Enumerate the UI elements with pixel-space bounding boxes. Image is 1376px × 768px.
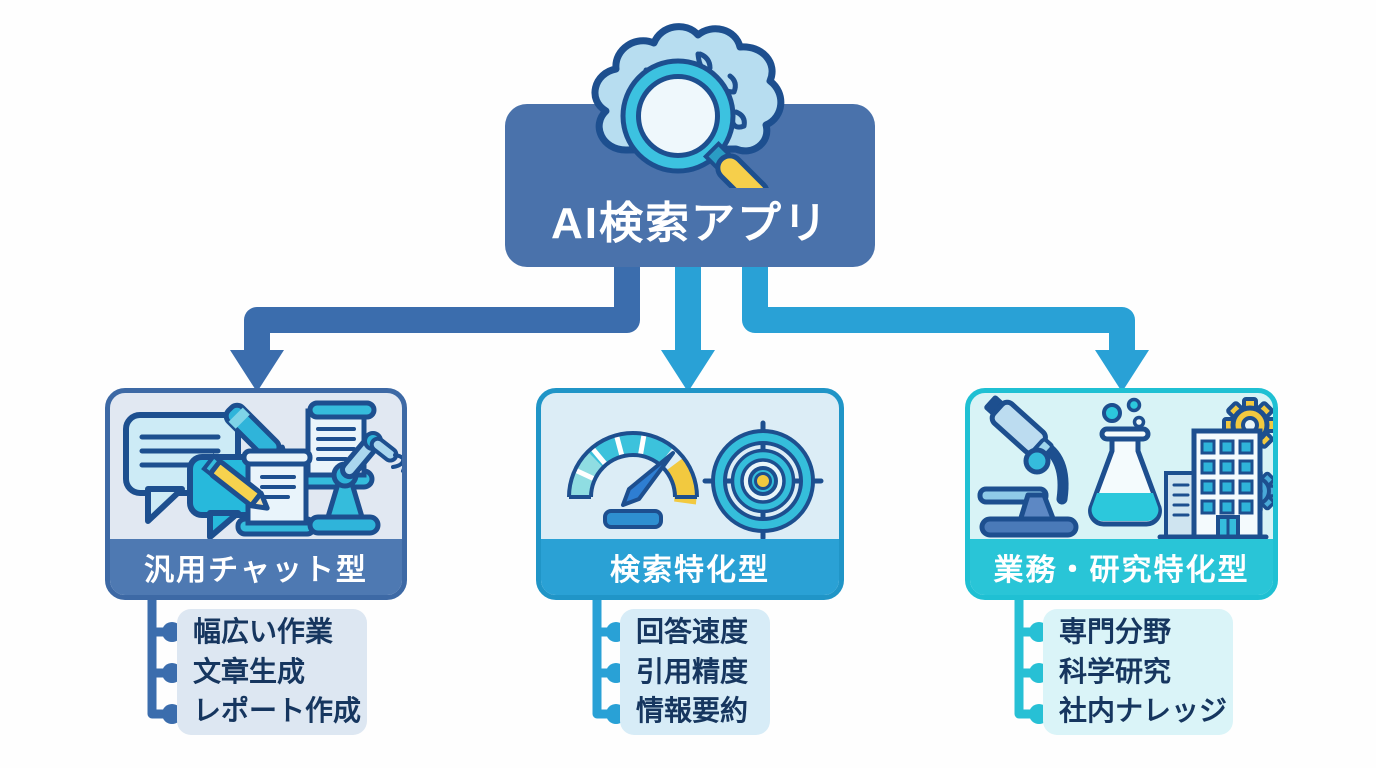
pencil-scroll-icon (201, 448, 317, 537)
branch-list-general-chat: 幅広い作業 文章生成 レポート作成 (177, 609, 367, 735)
connector-arrow-left (230, 262, 640, 392)
list-item: 社内ナレッジ (1059, 694, 1228, 726)
branch-card-search-specialized: 検索特化型 (536, 388, 844, 600)
list-item: 回答速度 (636, 616, 749, 648)
list-item: 科学研究 (1059, 655, 1172, 687)
list-item: 情報要約 (636, 694, 749, 726)
research-industry-icons (977, 395, 1273, 539)
microscope-icon (977, 395, 1079, 538)
target-icon (702, 420, 824, 539)
branch-title: 業務・研究特化型 (970, 539, 1273, 595)
branch-list-search-specialized: 回答速度 引用精度 情報要約 (620, 609, 770, 735)
speed-accuracy-icons (567, 420, 824, 539)
connector-arrow-right (742, 262, 1149, 392)
list-item: 専門分野 (1059, 616, 1172, 648)
branch-card-business-research: 業務・研究特化型 (965, 388, 1278, 600)
list-item: 幅広い作業 (193, 616, 334, 648)
branch-card-illustration (110, 393, 402, 539)
branch-title: 汎用チャット型 (110, 539, 402, 595)
list-connector-middle (592, 593, 626, 724)
branch-card-illustration (970, 393, 1273, 539)
branch-card-illustration (541, 393, 839, 539)
pencil-icon (201, 453, 270, 511)
robot-arm-icon (307, 431, 402, 536)
speedometer-icon (567, 431, 699, 529)
list-item: レポート作成 (193, 694, 362, 726)
branch-list-business-research: 専門分野 科学研究 社内ナレッジ (1043, 609, 1233, 735)
connector-arrow-middle (661, 262, 715, 392)
branch-title: 検索特化型 (541, 539, 839, 595)
flask-icon (1088, 397, 1162, 527)
brain-magnifier-icon (591, 23, 785, 188)
branch-card-general-chat: 汎用チャット型 (105, 388, 407, 600)
list-item: 引用精度 (636, 655, 749, 687)
building-gears-icon (1157, 397, 1273, 539)
list-item: 文章生成 (193, 655, 306, 687)
chat-writing-icons (123, 400, 402, 539)
root-title: AI検索アプリ (551, 199, 829, 248)
